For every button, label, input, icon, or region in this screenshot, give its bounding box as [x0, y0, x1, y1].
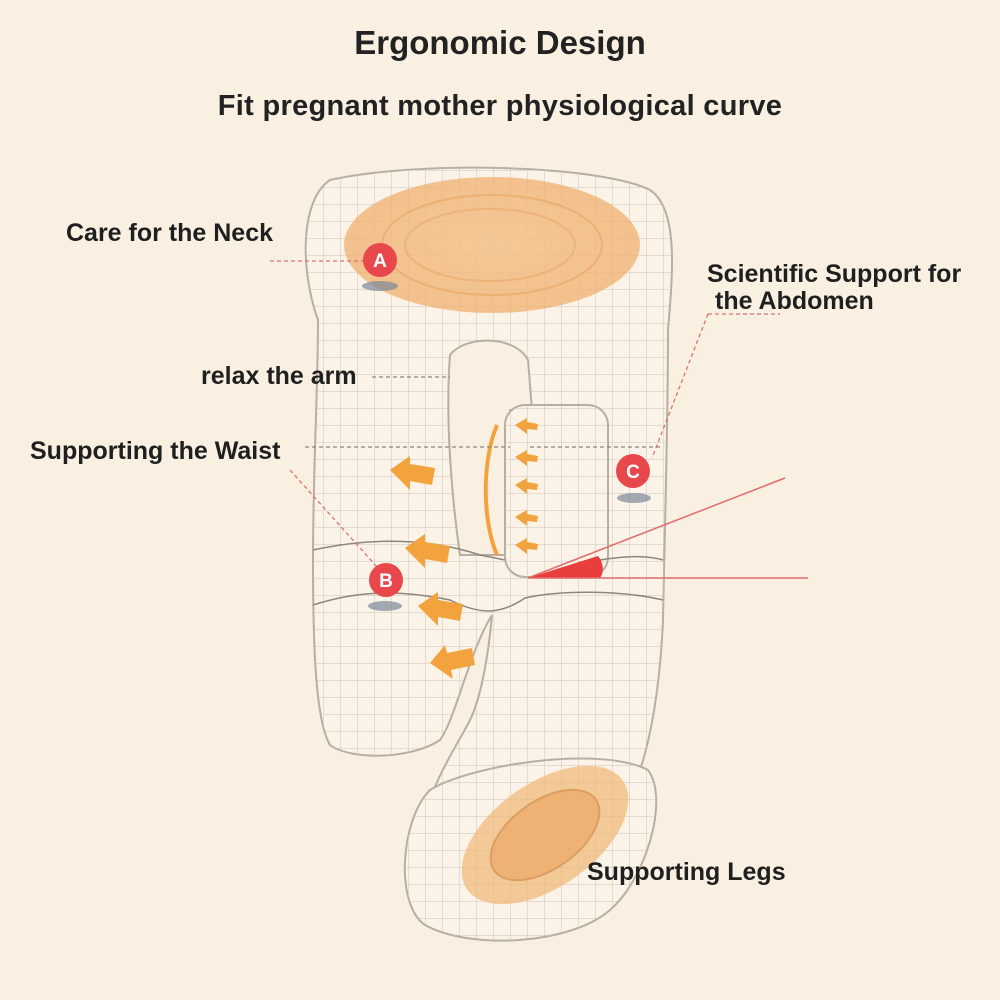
marker-c: C	[616, 454, 650, 488]
leader-lines	[270, 260, 780, 569]
arrow-icon	[515, 418, 538, 434]
leg-highlight	[461, 765, 629, 905]
marker-b-label: B	[379, 571, 393, 592]
page-subtitle: Fit pregnant mother physiological curve	[217, 90, 783, 122]
marker-a: A	[363, 243, 397, 277]
arrow-icon	[430, 645, 475, 679]
label-abdomen-line2: the Abdomen	[715, 287, 874, 315]
neck-highlight	[344, 177, 640, 313]
arrow-icon	[515, 510, 538, 526]
arrow-icon	[405, 534, 450, 568]
arrow-icon	[390, 456, 435, 490]
marker-c-label: C	[626, 462, 640, 483]
arrow-icon	[515, 538, 538, 554]
page-title: Ergonomic Design	[354, 24, 646, 61]
marker-a-label: A	[373, 251, 387, 272]
label-abdomen-line1: Scientific Support for	[707, 260, 962, 288]
label-legs: Supporting Legs	[587, 858, 786, 886]
arrow-icon	[418, 592, 463, 626]
label-waist: Supporting the Waist	[30, 437, 281, 465]
arrow-icon	[515, 450, 538, 466]
arm-curve	[483, 424, 499, 556]
pressure-arrows	[390, 418, 538, 679]
marker-b: B	[369, 563, 403, 597]
arrow-icon	[515, 478, 538, 494]
label-arm: relax the arm	[201, 362, 357, 390]
abdomen-angle-indicator	[527, 477, 808, 579]
label-neck: Care for the Neck	[66, 219, 274, 247]
